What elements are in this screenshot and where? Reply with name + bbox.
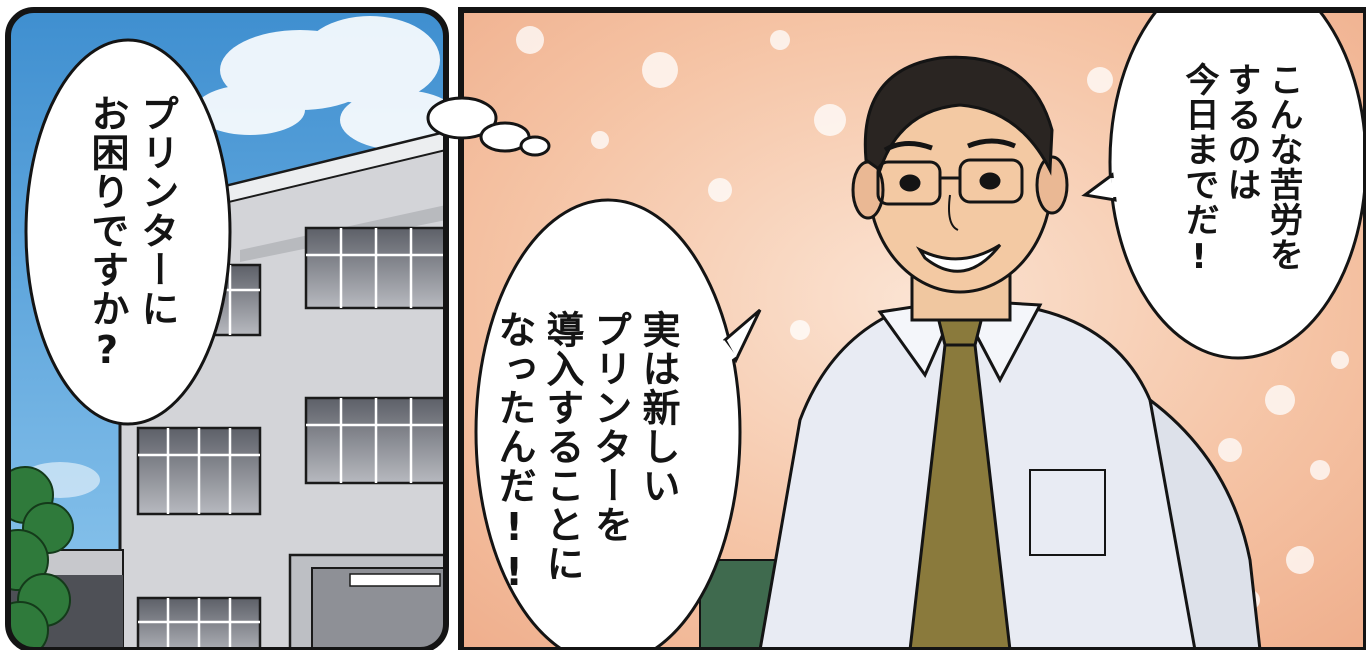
left-panel-border (5, 7, 449, 650)
character (758, 55, 1262, 650)
speech-text-left: プリンターに お困りですか? (85, 94, 179, 373)
speech-bubble-right-lower (474, 198, 762, 650)
right-panel-border (458, 7, 1366, 650)
speech-bubble-left (24, 38, 232, 426)
thought-bubble-puffs (426, 96, 551, 157)
right-panel (461, 10, 1366, 650)
speech-text-right-upper: こんな苦労を するのは 今日までだ! (1179, 62, 1303, 278)
speech-text-right-lower: 実は新しい プリンターを 導入することに なったんだ!! (492, 310, 680, 595)
left-panel (8, 10, 446, 650)
speech-bubble-right-upper (1081, 10, 1366, 360)
